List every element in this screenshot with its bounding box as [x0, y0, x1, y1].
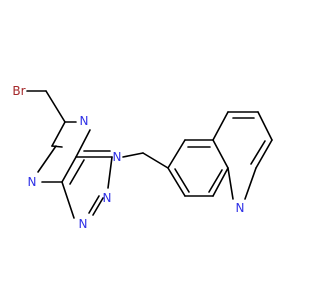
bond-line [167, 139, 186, 169]
bond-line [107, 156, 113, 189]
bond-line [142, 152, 169, 169]
bond-line [122, 152, 144, 158]
bond-line [167, 167, 186, 197]
bond-line [227, 167, 234, 200]
bond-line [92, 197, 104, 216]
bond-line [244, 167, 257, 200]
bond-line [257, 111, 273, 141]
bond-line [51, 145, 63, 148]
bond-line [51, 121, 66, 147]
bond-line [212, 167, 229, 197]
bond-line [212, 139, 229, 169]
bond-line [45, 90, 66, 123]
bond-line [61, 181, 75, 219]
bond-line [69, 159, 85, 185]
atom-label-nitrogen-quinoline: N [236, 201, 245, 215]
bond-line [208, 169, 223, 193]
atom-label-nitrogen-triazole-3: N [79, 217, 88, 231]
atom-label-nitrogen-pyrazine-top: N [80, 114, 89, 128]
bond-line [88, 195, 100, 214]
atom-label-nitrogen-triazole-2: N [103, 191, 112, 205]
bond-line [75, 129, 91, 158]
bond-line [212, 111, 229, 141]
atom-labels: Br N N N N N N [12, 84, 244, 231]
bond-line [61, 156, 77, 183]
atom-label-nitrogen-pyrazine-bottom: N [28, 175, 37, 189]
molecule-structure-diagram: Br N N N N N N [12, 84, 273, 231]
atom-label-nitrogen-triazole-1: N [113, 150, 122, 164]
bond-line [250, 140, 266, 165]
bond-line [255, 139, 273, 169]
bond-line [37, 145, 57, 173]
bond-line [174, 168, 190, 193]
atom-label-bromine: Br [12, 84, 25, 98]
bond-lines [26, 90, 273, 219]
